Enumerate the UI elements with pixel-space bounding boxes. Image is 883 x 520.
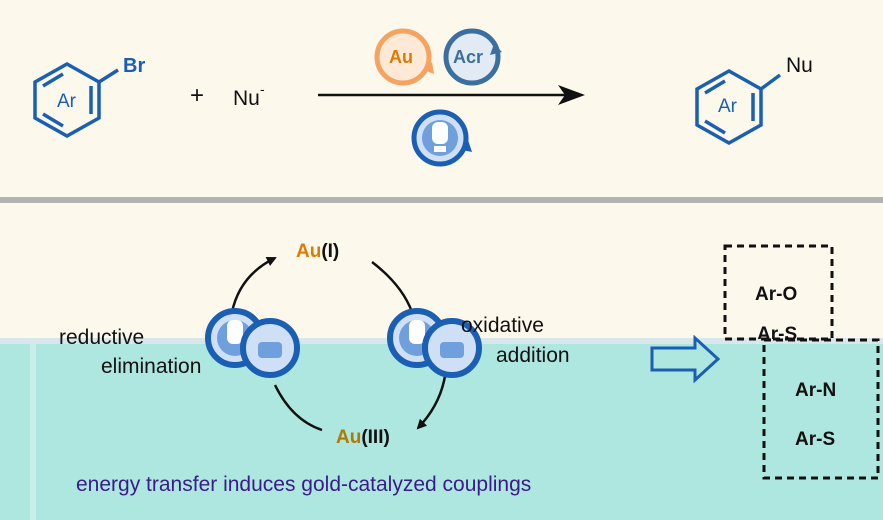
- transition-arrow: [650, 334, 721, 384]
- bromine-label: Br: [123, 55, 146, 77]
- caption: energy transfer induces gold-catalyzed c…: [76, 473, 532, 496]
- light-bulb-icon: [422, 318, 482, 378]
- product-nucleophile-label: Nu: [786, 54, 813, 77]
- light-bulb-icon: [240, 318, 300, 378]
- reaction-arrowhead: [558, 85, 585, 105]
- acr-catalyst-cycle-icon: [443, 28, 502, 86]
- product-partial-clip: Ar-S: [757, 322, 817, 339]
- product-ar-n: Ar-N: [795, 380, 837, 401]
- aryl-nucleophile-product-structure: [695, 68, 782, 146]
- product-ring-label: Ar: [718, 96, 737, 117]
- product-ar-o: Ar-O: [755, 284, 798, 305]
- nucleophile-label: Nu: [233, 87, 260, 110]
- au-catalyst-label: Au: [389, 47, 413, 67]
- light-bulb-icon: [411, 109, 472, 167]
- acr-catalyst-label: Acr: [453, 47, 484, 67]
- au-three-metal: Au: [336, 427, 362, 448]
- au-catalyst-cycle-icon: [374, 28, 434, 86]
- products-box-lower: [762, 338, 880, 480]
- au-one-metal: Au: [296, 241, 322, 262]
- au-one-oxidation-state: (I): [321, 241, 340, 262]
- cycle-arrow-top-left: [230, 256, 277, 313]
- product-ar-s-partial: Ar-S: [757, 324, 798, 339]
- product-ar-s: Ar-S: [795, 429, 836, 450]
- reductive-step-label-1: reductive: [59, 326, 145, 349]
- au-three-oxidation-state: (III): [361, 427, 390, 448]
- cycle-arrow-top-right: [371, 261, 414, 313]
- aryl-bromide-structure: [33, 61, 119, 139]
- section-divider: [0, 197, 883, 203]
- oxidative-step-label-1: oxidative: [461, 314, 544, 337]
- aryl-ring-label: Ar: [57, 91, 76, 112]
- reductive-step-label-2: elimination: [101, 355, 202, 378]
- cycle-arrow-bottom-left: [273, 384, 323, 432]
- plus-sign: +: [190, 82, 205, 109]
- cycle-arrow-bottom-right: [416, 375, 447, 430]
- nucleophile-charge: -: [260, 81, 265, 97]
- au-three-label: Au(III): [336, 428, 390, 447]
- au-one-label: Au(I): [296, 242, 339, 261]
- oxidative-step-label-2: addition: [496, 344, 570, 367]
- band-left-stripe: [30, 343, 36, 520]
